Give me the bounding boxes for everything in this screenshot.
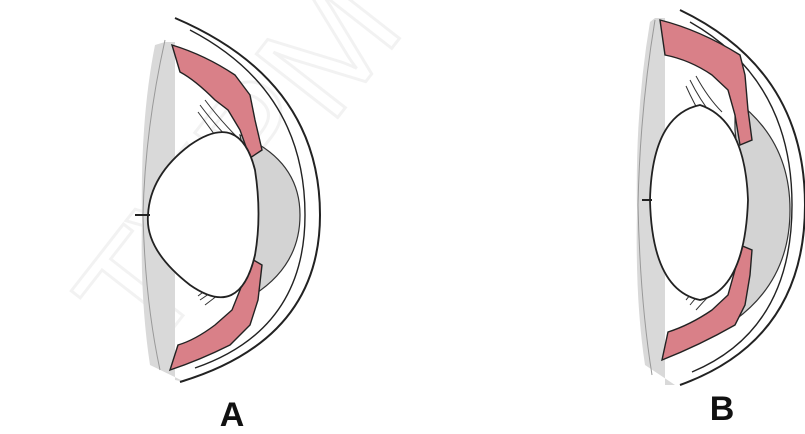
label-a: A [212, 398, 252, 432]
label-b: B [702, 392, 742, 426]
lens-b [650, 105, 748, 300]
eye-diagram-b [637, 10, 805, 385]
